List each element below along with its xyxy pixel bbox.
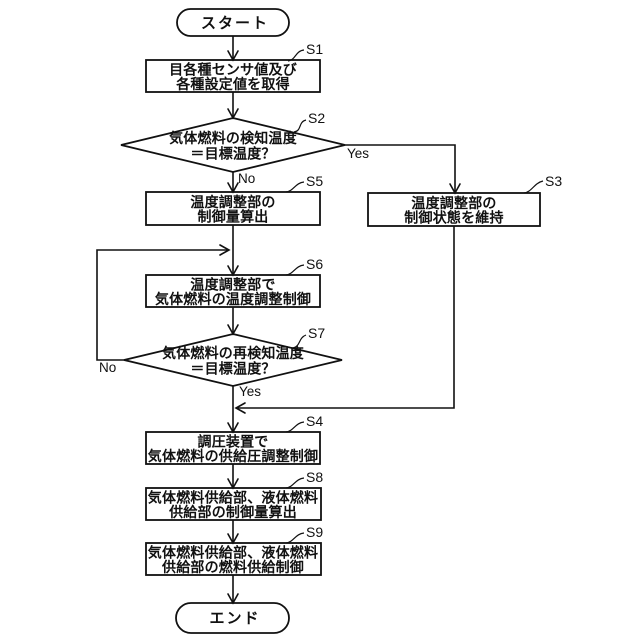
- s3-text-line1: 温度調整部の: [411, 195, 496, 211]
- s5-tag: S5: [306, 173, 323, 189]
- node-s5: 温度調整部の 制御量算出 S5: [145, 173, 323, 226]
- s2-tag: S2: [308, 110, 325, 126]
- s8-tag: S8: [306, 469, 323, 485]
- s5-box: [145, 191, 321, 226]
- s4-text-line1: 調圧装置で: [198, 434, 269, 450]
- start-terminal-shape: [176, 8, 290, 37]
- s2-no-label: No: [238, 171, 255, 186]
- s7-no-label: No: [99, 360, 116, 375]
- s1-text-line2: 各種設定値を取得: [175, 76, 290, 92]
- s9-tag: S9: [306, 524, 323, 540]
- connector-s3-join: [236, 226, 455, 409]
- s8-text-line1: 気体燃料供給部、液体燃料: [148, 490, 318, 506]
- node-s6: 温度調整部で 気体燃料の温度調整制御 S6: [145, 256, 323, 308]
- node-s3: 温度調整部の 制御状態を維持 S3: [367, 173, 562, 227]
- s4-tag-leader: [285, 421, 305, 433]
- s8-tag-leader: [285, 477, 305, 489]
- s2-text-line1: 気体燃料の検知温度: [169, 130, 298, 146]
- s8-text-line2: 供給部の制御量算出: [168, 504, 297, 520]
- s7-diamond: [123, 333, 343, 387]
- end-label: エンド: [209, 610, 260, 627]
- s3-tag: S3: [545, 173, 562, 189]
- node-s9: 気体燃料供給部、液体燃料 供給部の燃料供給制御 S9: [145, 524, 323, 576]
- s1-tag: S1: [306, 41, 323, 57]
- s6-text-line2: 気体燃料の温度調整制御: [155, 291, 311, 307]
- start-label: スタート: [201, 15, 269, 32]
- node-s4: 調圧装置で 気体燃料の供給圧調整制御 S4: [145, 413, 323, 465]
- s7-yes-label: Yes: [239, 384, 261, 399]
- s7-tag: S7: [308, 325, 325, 341]
- s7-text-line1: 気体燃料の再検知温度: [162, 345, 305, 361]
- connector-s2-s3: [345, 144, 456, 192]
- s1-box: [145, 59, 321, 93]
- node-s2: 気体燃料の検知温度 ＝目標温度？ S2 Yes No: [120, 110, 369, 186]
- s4-box: [145, 431, 321, 465]
- node-s1: 目各種センサ値及び 各種設定値を取得 S1: [145, 41, 323, 93]
- s9-text-line2: 供給部の燃料供給制御: [161, 559, 304, 575]
- node-end: エンド: [175, 602, 290, 634]
- s2-text-line2: ＝目標温度？: [190, 146, 275, 162]
- node-s8: 気体燃料供給部、液体燃料 供給部の制御量算出 S8: [145, 469, 323, 521]
- node-start: スタート: [176, 8, 290, 37]
- s3-text-line2: 制御状態を維持: [404, 210, 503, 226]
- s8-box: [145, 487, 322, 521]
- s1-text-line1: 目各種センサ値及び: [169, 62, 298, 78]
- s2-yes-label: Yes: [347, 146, 369, 161]
- s3-box: [367, 192, 541, 227]
- s7-tag-leader: [292, 334, 307, 349]
- s9-text-line1: 気体燃料供給部、液体燃料: [148, 545, 318, 561]
- s5-tag-leader: [285, 181, 305, 193]
- s2-tag-leader: [293, 119, 307, 133]
- s1-tag-leader: [287, 49, 305, 62]
- s3-tag-leader: [523, 180, 544, 194]
- end-terminal-shape: [175, 602, 290, 634]
- node-s7: 気体燃料の再検知温度 ＝目標温度？ S7 No Yes: [99, 325, 343, 399]
- s6-text-line1: 温度調整部で: [190, 277, 275, 293]
- s9-tag-leader: [285, 532, 305, 544]
- s4-tag: S4: [306, 413, 323, 429]
- s6-box: [145, 274, 321, 308]
- s5-text-line2: 制御量算出: [198, 209, 269, 225]
- s4-text-line2: 気体燃料の供給圧調整制御: [148, 448, 318, 464]
- connector-s7-loop: [96, 249, 228, 361]
- arrowhead-s3-join: [234, 402, 246, 414]
- s7-text-line2: ＝目標温度？: [190, 361, 275, 377]
- arrowhead-loop-join: [219, 244, 231, 256]
- s2-diamond: [120, 117, 346, 173]
- s6-tag: S6: [306, 256, 323, 272]
- s9-box: [145, 542, 322, 576]
- s5-text-line1: 温度調整部の: [190, 194, 275, 210]
- s6-tag-leader: [285, 264, 305, 276]
